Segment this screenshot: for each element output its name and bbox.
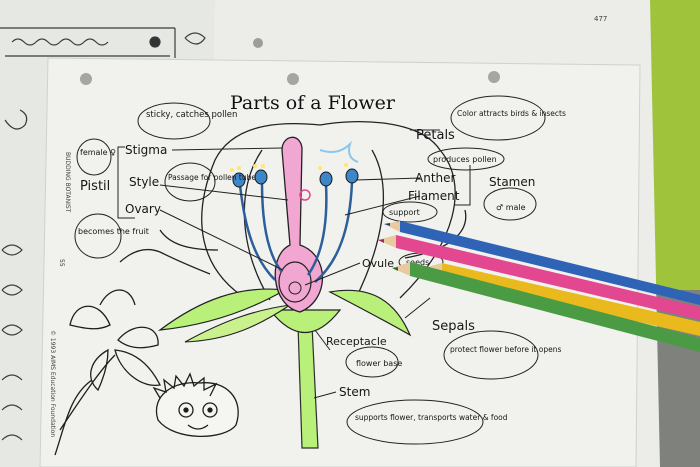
label-receptacle: Receptacle [326, 335, 387, 348]
label-color-attracts: Color attracts birds & insects [457, 109, 566, 118]
label-female: female ♀ [80, 148, 116, 157]
labels: sticky, catches pollen Stigma female ♀ P… [78, 109, 566, 422]
label-seeds: seeds [406, 258, 429, 267]
main-worksheet [39, 57, 641, 467]
label-petals: Petals [416, 128, 455, 143]
hole-punch [253, 38, 263, 48]
label-male: ♂ male [496, 203, 526, 212]
left-paper-artwork [0, 27, 206, 441]
label-ovary: Ovary [125, 202, 161, 216]
pollen-grain-mark [299, 189, 311, 201]
label-flower-base: flower base [356, 359, 402, 368]
pencil-pink [378, 235, 700, 320]
label-sepals: Sepals [432, 319, 475, 334]
small-flower-drawing [54, 289, 161, 456]
sepal-right [328, 289, 412, 337]
label-becomes-fruit: becomes the fruit [78, 227, 149, 236]
label-ovule: Ovule [362, 257, 394, 270]
anthers [232, 168, 359, 188]
label-stem: Stem [339, 385, 370, 399]
hole-punch [287, 73, 299, 85]
label-stigma: Stigma [125, 143, 167, 157]
stamen-filaments [238, 181, 354, 283]
label-passage: Passage for pollen tube [168, 173, 256, 182]
pencil-blue [384, 221, 700, 305]
ovule-shape [288, 281, 302, 295]
label-pistil: Pistil [80, 179, 110, 194]
pollen-marks [230, 163, 348, 172]
petal-color-mark [319, 140, 359, 163]
hole-punch [80, 73, 92, 85]
label-bubbles [74, 95, 546, 445]
copyright-line: © 1993 AIMS Education Foundation [49, 330, 56, 437]
label-anther: Anther [415, 171, 456, 185]
label-style: Style [129, 175, 159, 189]
ovary [278, 261, 312, 303]
label-protect-flower: protect flower before it opens [450, 345, 561, 354]
leader-lines [117, 129, 471, 399]
worksheet-title: Parts of a Flower [230, 92, 396, 114]
pencil-green [392, 262, 700, 352]
receptacle [268, 309, 342, 334]
side-header: BUDDING BOTANIST [64, 152, 71, 213]
cartoon-face-drawing [152, 372, 239, 438]
label-produces-pollen: produces pollen [433, 155, 497, 164]
label-sticky: sticky, catches pollen [146, 110, 237, 120]
label-stem-note: supports flower, transports water & food [355, 413, 508, 422]
page-number: 55 [58, 259, 65, 267]
colored-pencils [378, 221, 700, 352]
pistil [274, 136, 323, 313]
label-stamen: Stamen [489, 175, 535, 189]
label-support: support [389, 208, 420, 217]
hole-punch [488, 71, 500, 83]
corner-number: 477 [594, 15, 607, 23]
label-filament: Filament [408, 189, 460, 203]
